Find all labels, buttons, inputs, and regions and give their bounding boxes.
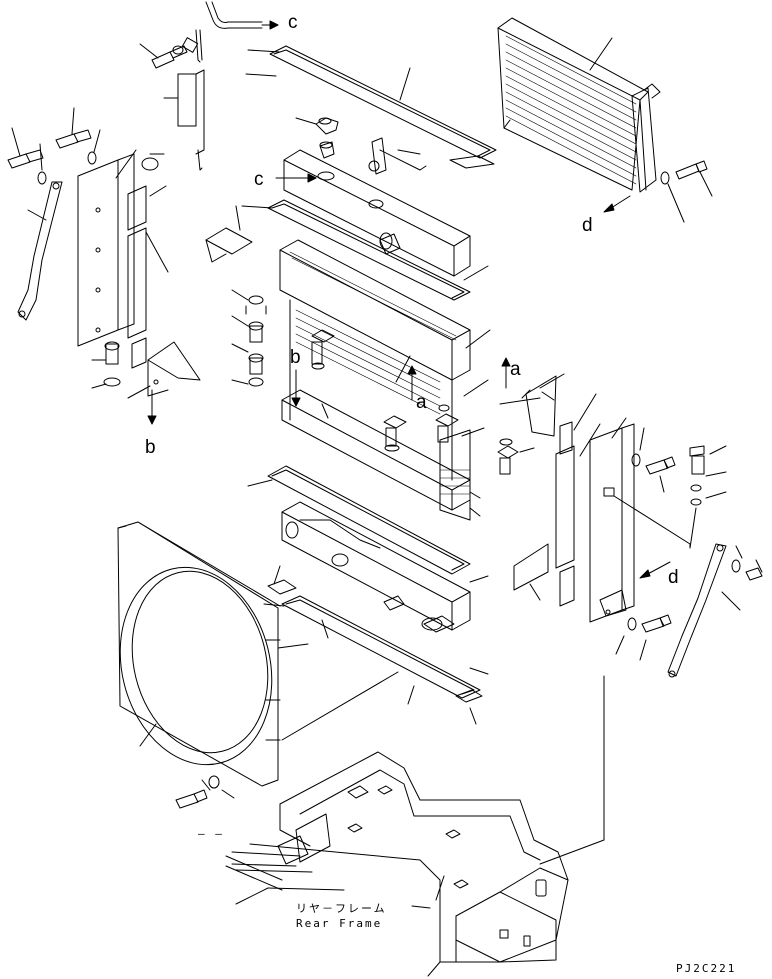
bolt-cooler	[603, 160, 713, 223]
left-bolts	[7, 107, 165, 185]
right-stay-rod	[667, 543, 741, 678]
ref-c-top: c	[288, 12, 298, 33]
arrow-a-left	[407, 365, 417, 401]
hose-pipe	[181, 1, 279, 63]
hose-bracket	[163, 69, 205, 171]
arrow-a-right	[501, 357, 511, 389]
ref-b-left: b	[145, 437, 156, 458]
bracket-small-left	[205, 205, 253, 263]
right-bracket-upper	[499, 373, 565, 437]
oil-cooler-core	[497, 17, 661, 193]
rear-frame	[231, 675, 605, 977]
pipe-fitting	[368, 137, 427, 175]
ref-d-right: d	[582, 215, 593, 236]
bolt-top-left	[139, 43, 188, 69]
arrow-b-center	[291, 369, 301, 407]
ref-c-mid: c	[254, 169, 264, 190]
ref-a-left: a	[416, 392, 427, 413]
radiator-core	[279, 239, 491, 521]
bolts-center	[231, 289, 535, 475]
right-bracket-lower	[513, 543, 549, 601]
left-lower-bracket	[91, 341, 201, 425]
ref-a-right: a	[510, 359, 521, 380]
drawing-code: PJ2C221	[676, 962, 737, 975]
right-bolts	[615, 427, 763, 661]
right-side-plate	[589, 417, 635, 623]
gasket-bottom	[263, 565, 489, 725]
lower-left-pipe	[225, 855, 283, 905]
cap-and-plug	[295, 117, 339, 159]
ref-b-center: b	[290, 347, 301, 368]
leader-d-right	[613, 495, 697, 579]
ref-d-lower: d	[668, 567, 679, 588]
left-stay-rod	[17, 181, 63, 321]
dash-mark: – –	[198, 827, 224, 840]
rear-frame-label-jp: リヤ－フレーム	[296, 902, 387, 915]
fan-shroud	[117, 521, 399, 787]
gasket-upper	[241, 199, 489, 301]
upper-tank	[275, 149, 471, 277]
left-side-plate	[77, 149, 137, 347]
lower-tank	[281, 501, 489, 633]
gasket-top	[245, 45, 497, 169]
right-seal-strip	[555, 393, 601, 607]
rear-frame-label-en: Rear Frame	[296, 917, 383, 930]
left-seals	[127, 185, 169, 369]
gasket-lower	[247, 465, 471, 575]
bolt-shroud	[175, 775, 235, 809]
